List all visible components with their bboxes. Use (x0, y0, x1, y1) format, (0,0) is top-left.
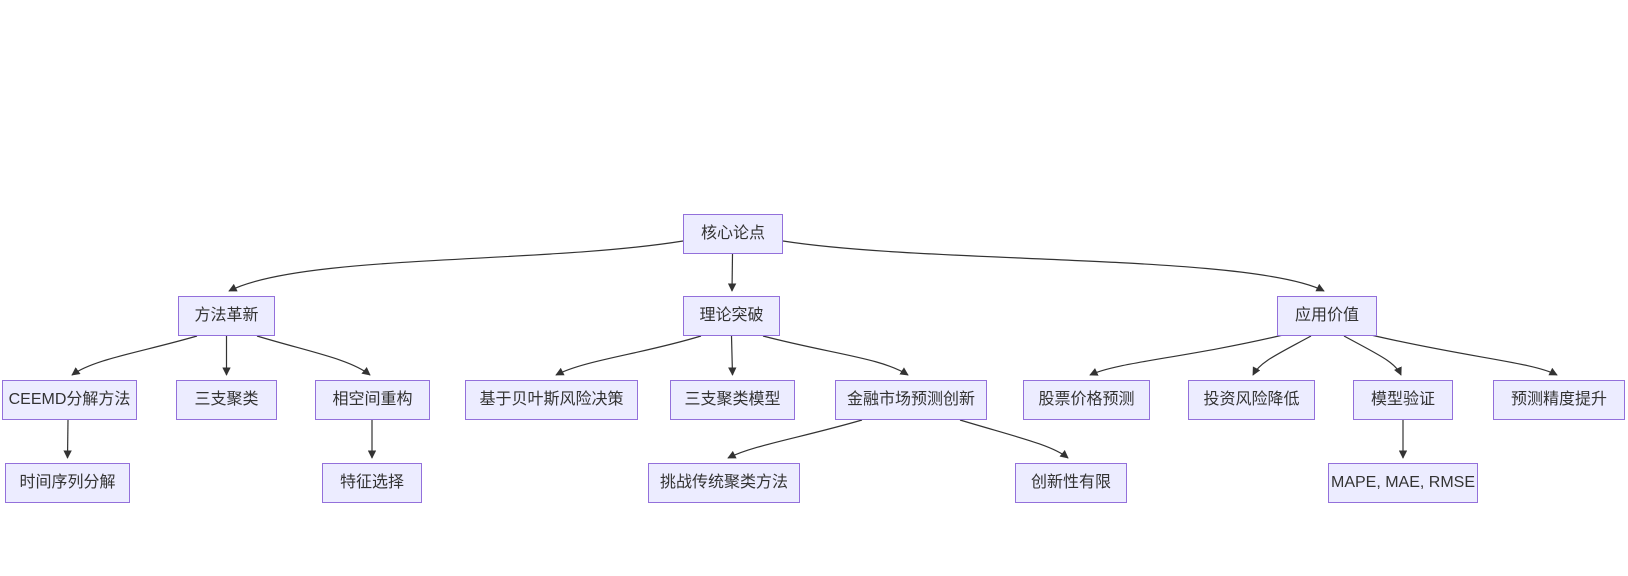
node-method-innovation: 方法革新 (178, 296, 275, 336)
node-three-way-clustering-model: 三支聚类模型 (670, 380, 795, 420)
edge-ceemd-to-tsdecomp (63, 419, 72, 459)
node-three-way-clustering: 三支聚类 (176, 380, 277, 420)
node-phase-space-reconstruction: 相空间重构 (315, 380, 430, 420)
node-stock-price-prediction: 股票价格预测 (1023, 380, 1150, 420)
node-theory-breakthrough: 理论突破 (683, 296, 780, 336)
edge-finmarket-to-challenge (727, 419, 863, 459)
edge-core-to-theory (727, 253, 737, 292)
edge-application-to-validation (1343, 335, 1402, 376)
node-investment-risk-reduction: 投资风险降低 (1188, 380, 1315, 420)
node-time-series-decomposition: 时间序列分解 (5, 463, 130, 503)
edge-application-to-accuracy (1370, 334, 1558, 376)
node-limited-innovation: 创新性有限 (1015, 463, 1127, 503)
node-challenge-traditional-clustering: 挑战传统聚类方法 (648, 463, 800, 503)
node-model-validation: 模型验证 (1353, 380, 1453, 420)
node-bayesian-risk-decision: 基于贝叶斯风险决策 (465, 380, 638, 420)
edge-finmarket-to-limited (959, 419, 1069, 459)
edge-application-to-stock (1089, 334, 1284, 376)
node-ceemd-decomposition: CEEMD分解方法 (2, 380, 137, 420)
edge-theory-to-twcmodel (728, 335, 737, 376)
edge-method-to-phase (256, 335, 371, 376)
edge-core-to-method (228, 240, 684, 292)
edge-method-to-ceemd (71, 335, 198, 376)
edge-core-to-application (782, 240, 1325, 292)
node-core-thesis: 核心论点 (683, 214, 783, 254)
edge-theory-to-finmarket (762, 335, 909, 376)
node-financial-market-prediction-innovation: 金融市场预测创新 (835, 380, 987, 420)
node-feature-selection: 特征选择 (322, 463, 422, 503)
node-error-metrics: MAPE, MAE, RMSE (1328, 463, 1478, 503)
node-application-value: 应用价值 (1277, 296, 1377, 336)
node-prediction-accuracy-improvement: 预测精度提升 (1493, 380, 1625, 420)
edge-theory-to-bayes (555, 335, 702, 376)
edge-application-to-risk (1252, 335, 1312, 376)
